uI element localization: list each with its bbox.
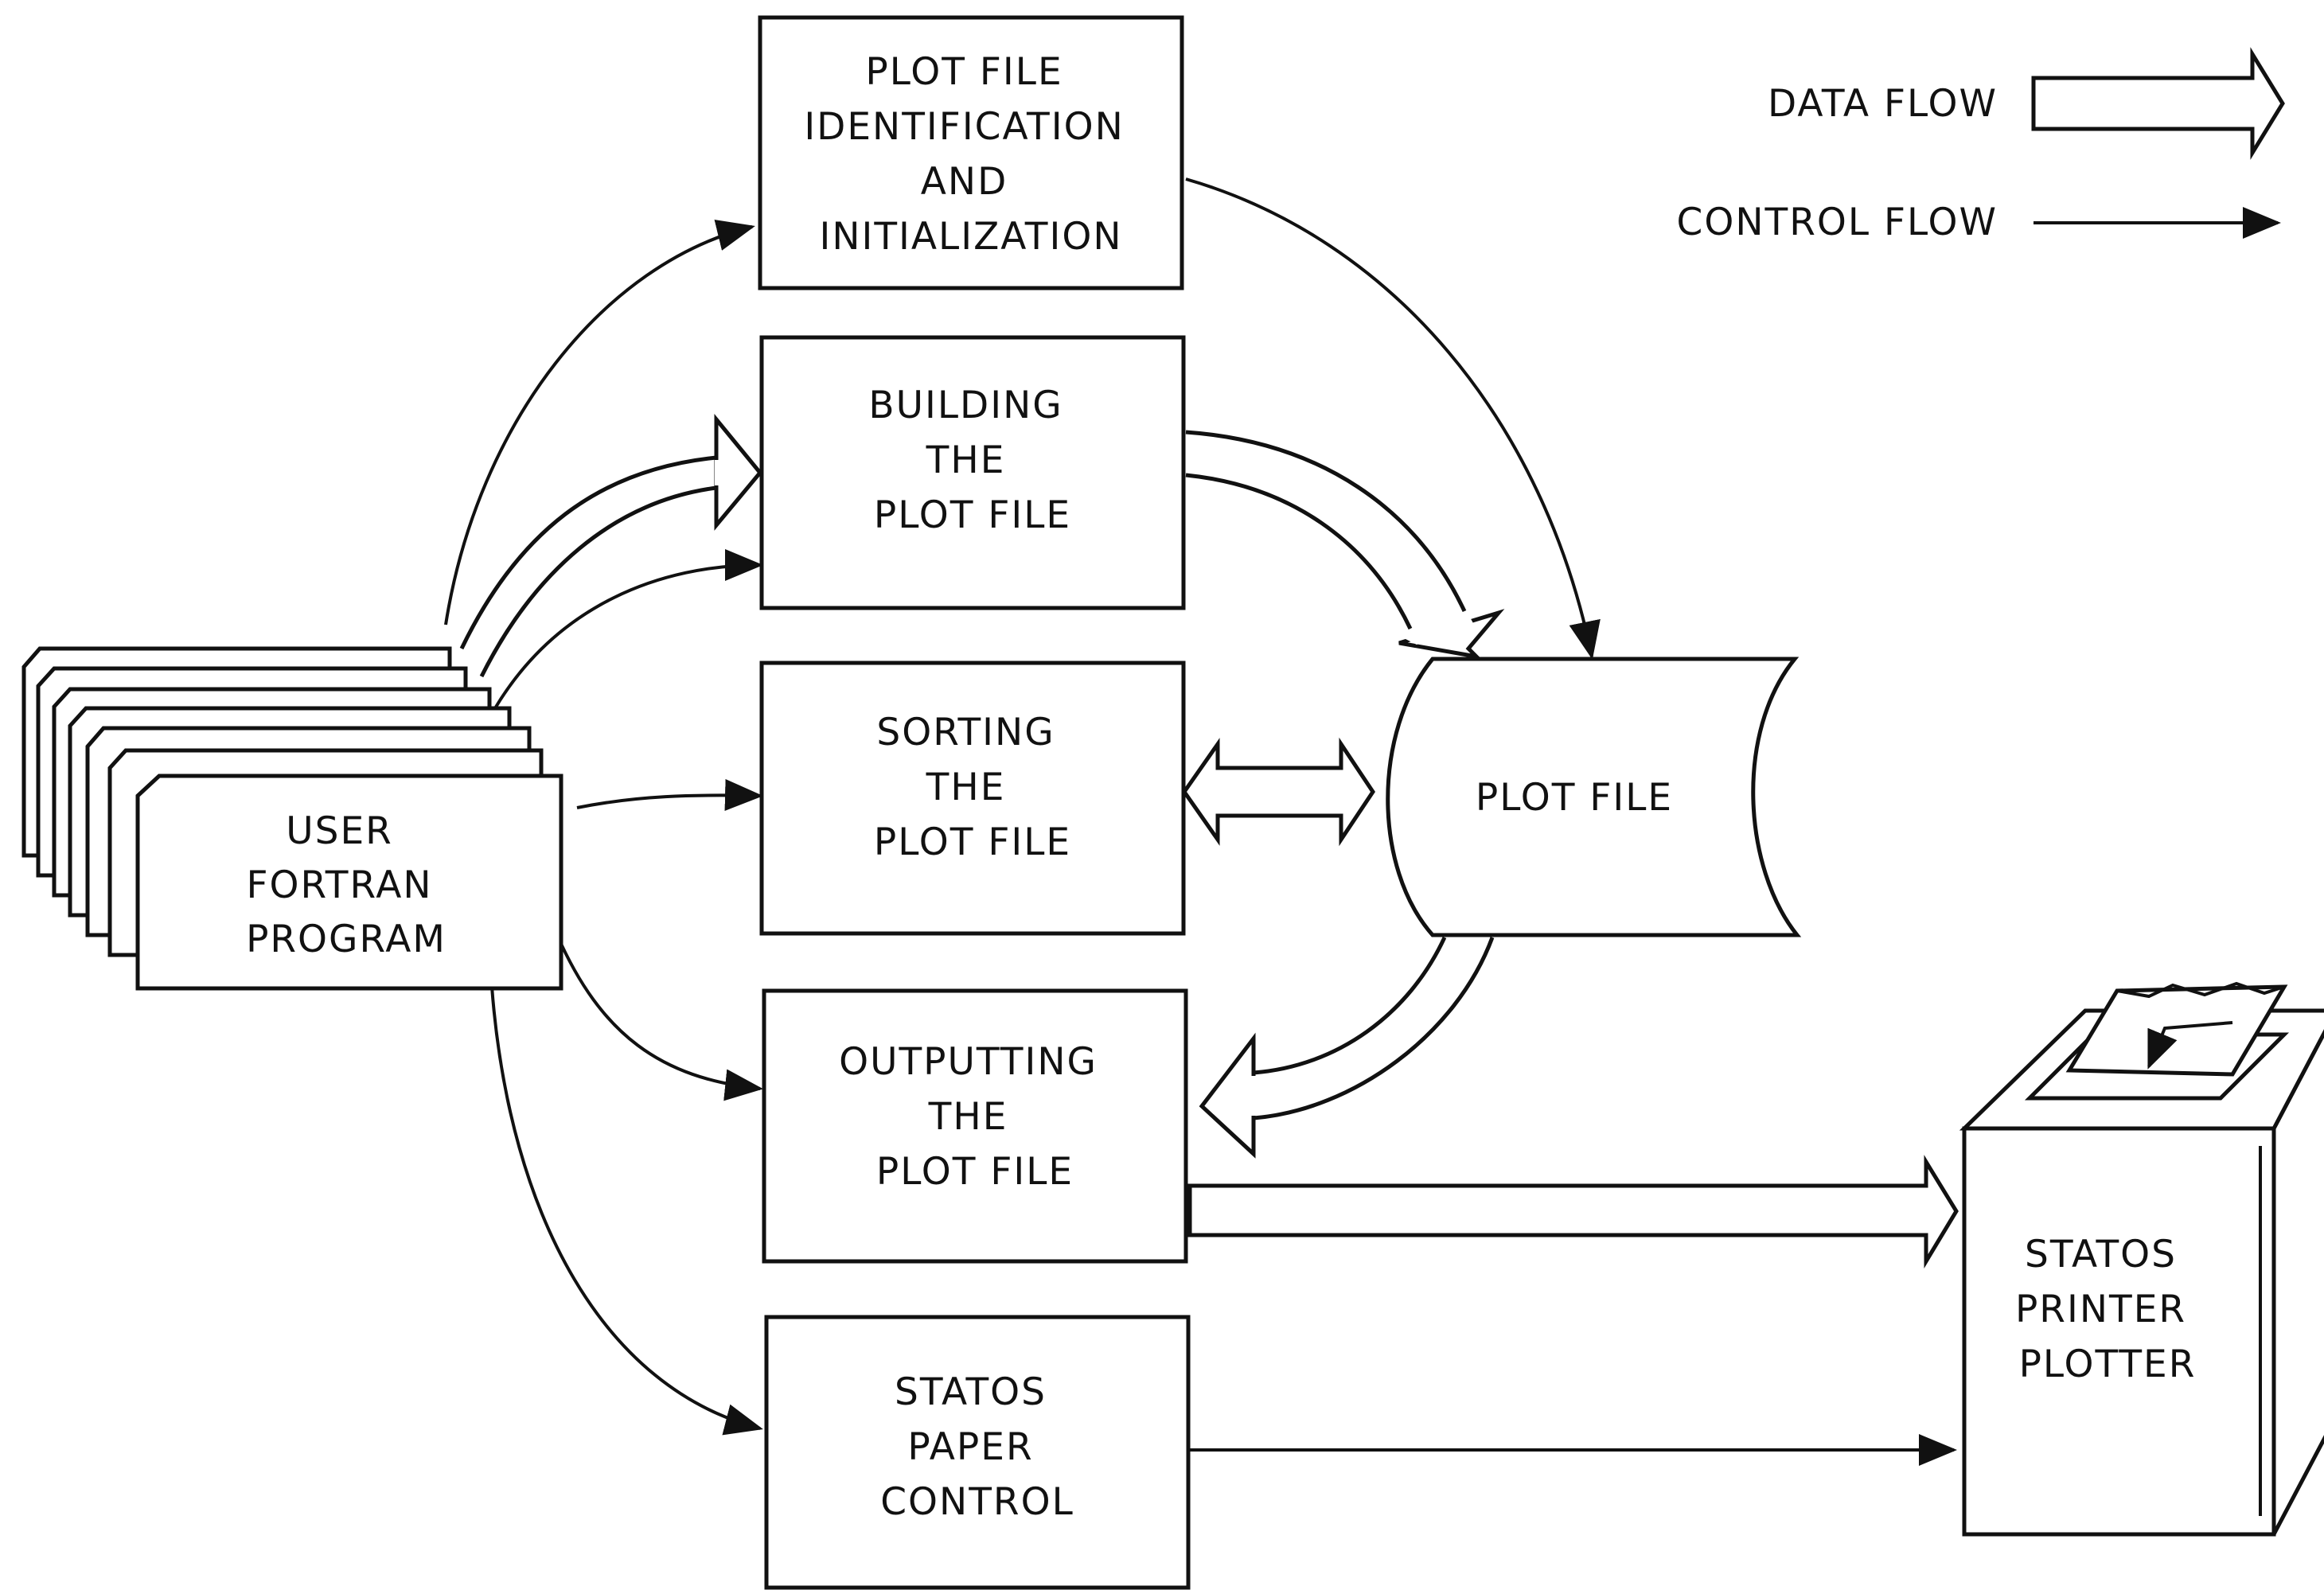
legend-control-flow-label: CONTROL FLOW	[1677, 201, 1998, 244]
outputting-label-line-2: THE	[928, 1095, 1008, 1139]
identification-label-line-3: AND	[921, 160, 1008, 204]
printer-paper-arrow	[2147, 1021, 2233, 1070]
printer-plotter: STATOS PRINTER PLOTTER	[1959, 981, 2324, 1537]
control-arrow-to-building	[493, 549, 763, 710]
paper-control-label-line-1: STATOS	[895, 1370, 1047, 1414]
identification-label-line-4: INITIALIZATION	[819, 215, 1122, 259]
building-box: BUILDING THE PLOT FILE	[759, 335, 1186, 610]
identification-label-line-1: PLOT FILE	[865, 50, 1063, 94]
svg-text:PLOT FILE: PLOT FILE	[1476, 776, 1673, 820]
data-arrow-outputting-to-printer	[1187, 1155, 1959, 1268]
paper-control-label-line-3: CONTROL	[880, 1480, 1074, 1524]
sorting-label-line-1: SORTING	[876, 711, 1055, 754]
data-flow-arrows	[459, 414, 1959, 1268]
identification-box: PLOT FILE IDENTIFICATION AND INITIALIZAT…	[758, 15, 1184, 290]
sorting-box: SORTING THE PLOT FILE	[759, 661, 1186, 936]
paper-control-label-line-2: PAPER	[907, 1425, 1033, 1469]
user-program-label-line-1: USER	[286, 809, 393, 853]
outputting-label-line-1: OUTPUTTING	[839, 1040, 1098, 1084]
svg-text:STATOS PAPER CONTR: STATOS PAPER CONTROL	[880, 1370, 1074, 1524]
sorting-label-line-3: PLOT FILE	[874, 820, 1071, 864]
data-arrow-sorting-plot-file	[1181, 737, 1376, 847]
legend-data-flow-label: DATA FLOW	[1768, 82, 1998, 126]
data-arrow-plot-file-to-outputting	[1199, 936, 1495, 1159]
outputting-box: OUTPUTTING THE PLOT FILE	[762, 988, 1188, 1264]
plot-file-label: PLOT FILE	[1476, 776, 1673, 820]
svg-text:USER FORTRAN PROGR: USER FORTRAN PROGRAM	[246, 809, 446, 961]
user-program-stack: USER FORTRAN PROGRAM	[21, 646, 563, 991]
control-arrow-identification-to-plot-file	[1185, 177, 1601, 660]
svg-text:OUTPUTTING THE PLO: OUTPUTTING THE PLOT FILE	[839, 1040, 1111, 1194]
svg-text:BUILDING THE PLOT: BUILDING THE PLOT FILE	[868, 384, 1076, 537]
data-arrow-building-to-plot-file	[1185, 430, 1505, 660]
printer-label-line-2: PRINTER	[2015, 1288, 2186, 1331]
control-arrow-to-paper-control	[490, 986, 763, 1436]
control-arrow-to-sorting	[576, 778, 763, 811]
control-flow-arrows	[444, 177, 1957, 1466]
printer-paper-tear	[2116, 981, 2285, 999]
svg-text:PLOT FILE IDENTIFICATION: PLOT FILE IDENTIFICATION AND INITIALIZAT…	[804, 50, 1137, 259]
user-program-label-line-2: FORTRAN	[247, 863, 433, 907]
identification-label-line-2: IDENTIFICATION	[804, 105, 1124, 149]
user-program-label-line-3: PROGRAM	[246, 918, 446, 961]
building-label-line-3: PLOT FILE	[874, 493, 1071, 537]
paper-control-box: STATOS PAPER CONTROL	[764, 1315, 1191, 1590]
sorting-label-line-2: THE	[926, 766, 1006, 809]
control-arrow-to-outputting	[556, 934, 763, 1101]
printer-label-line-1: STATOS	[2025, 1233, 2177, 1276]
building-label-line-2: THE	[926, 438, 1006, 482]
outputting-label-line-3: PLOT FILE	[876, 1150, 1074, 1194]
legend-data-flow-arrow	[2031, 47, 2285, 160]
control-arrow-to-identification	[444, 220, 755, 625]
printer-label-line-3: PLOTTER	[2019, 1343, 2197, 1386]
svg-text:SORTING THE PLOT F: SORTING THE PLOT FILE	[874, 711, 1071, 864]
data-arrow-to-building	[459, 414, 763, 678]
svg-text:STATOS PRINTER PLO: STATOS PRINTER PLOTTER	[2015, 1233, 2200, 1386]
building-label-line-1: BUILDING	[868, 384, 1063, 427]
legend: DATA FLOW CONTROL FLOW	[1677, 47, 2285, 244]
plot-file-storage: PLOT FILE	[1386, 657, 1802, 937]
